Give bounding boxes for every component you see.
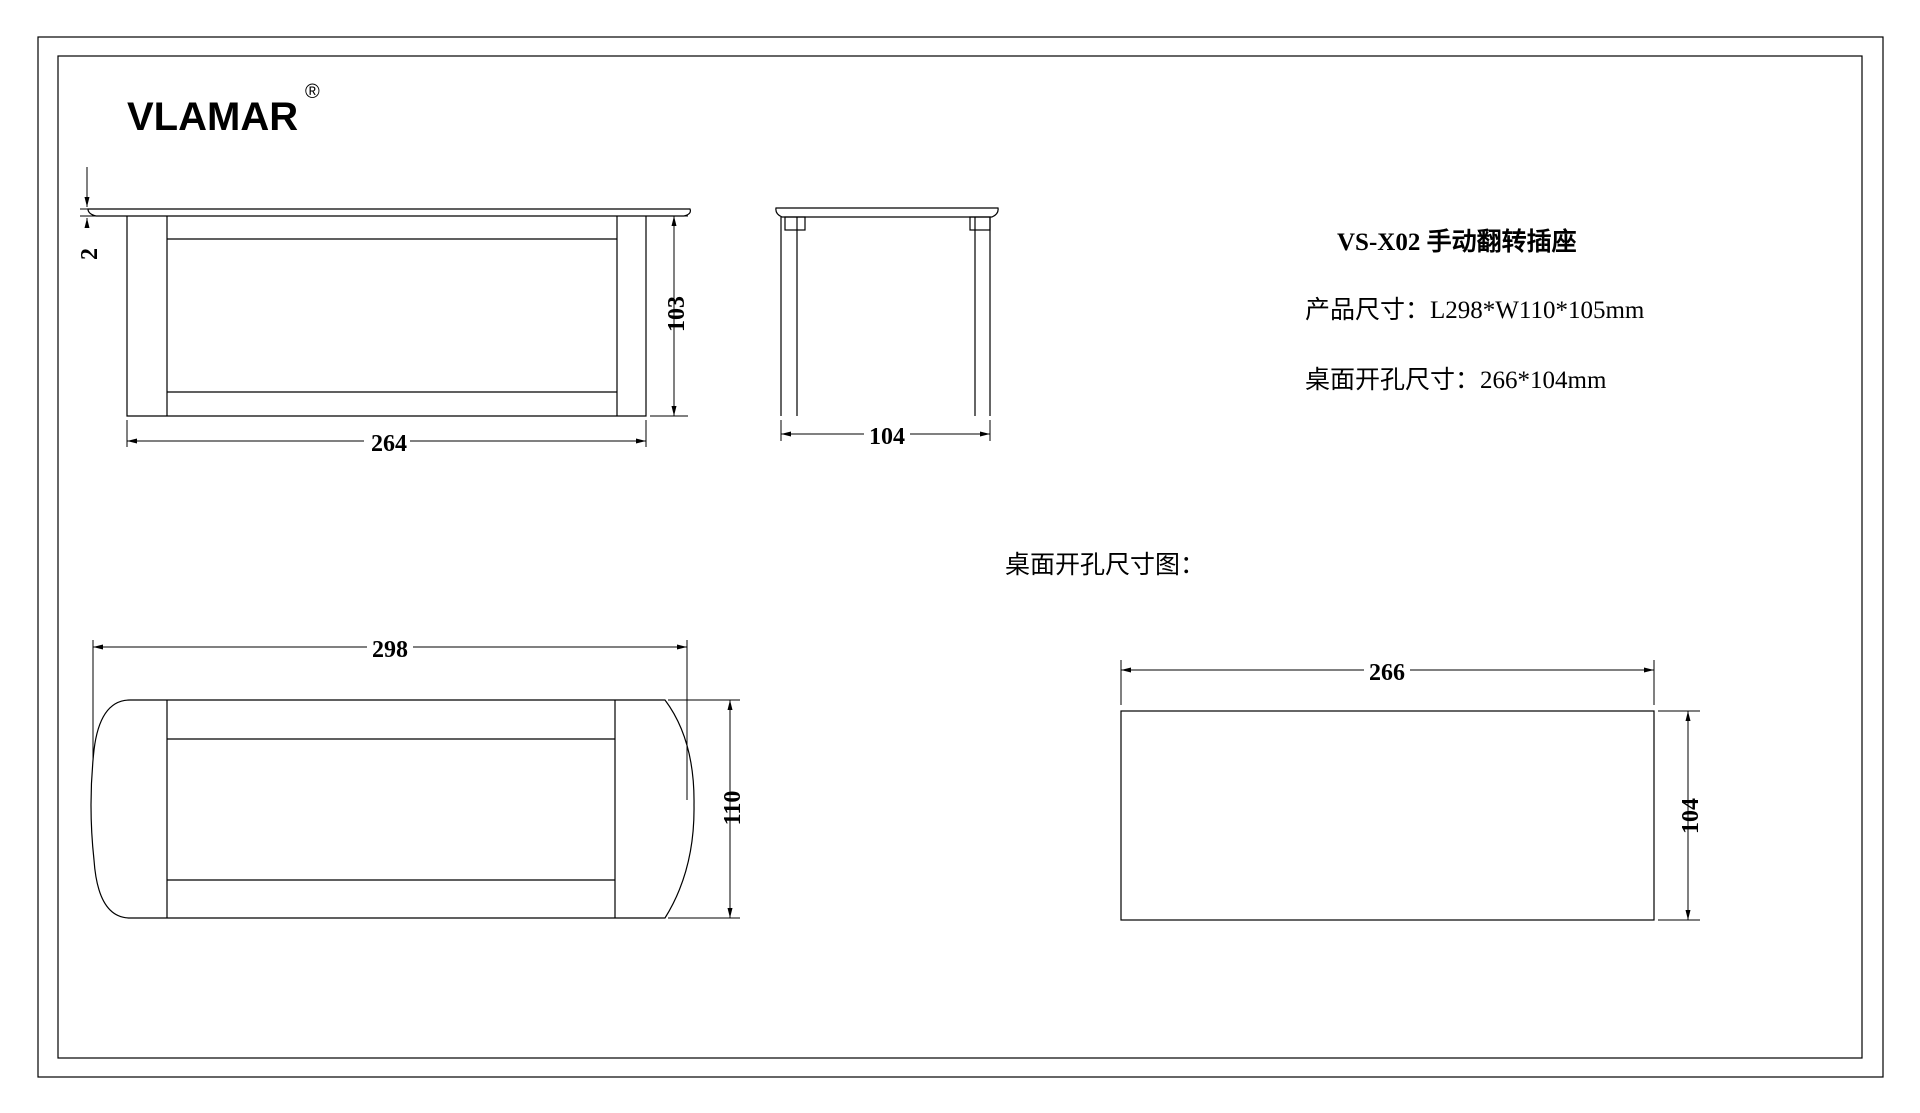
dim-298-bg [367, 633, 413, 659]
dim-104-label: 104 [869, 424, 905, 450]
dim-2-label: 2 [77, 248, 103, 260]
side-flange [775, 207, 999, 218]
dim-266-bg [1364, 656, 1410, 682]
dim-264-label: 264 [371, 431, 407, 457]
dim-298-label: 298 [372, 637, 408, 663]
side-right-wall [974, 217, 991, 416]
inner-frame [57, 55, 1863, 1059]
side-left-wall [780, 217, 798, 416]
dim-264-bg [364, 427, 410, 453]
size-spec: 产品尺寸：L298*W110*105mm [1305, 296, 1645, 324]
side-left-clip [784, 216, 806, 231]
side-view: 104 [775, 207, 999, 450]
front-flange [87, 208, 691, 217]
cutout-spec: 桌面开孔尺寸：266*104mm [1305, 366, 1607, 394]
outer-frame [37, 36, 1884, 1078]
dim-110-label: 110 [720, 791, 746, 826]
top-view: 298 110 [90, 633, 746, 919]
dim-104-bg [864, 420, 910, 446]
registered-mark: ® [305, 81, 320, 103]
model-title: VS-X02 手动翻转插座 [1337, 227, 1577, 256]
front-body [126, 216, 647, 417]
cutout-view: 266 104 [1120, 656, 1704, 921]
dim-cut104-label: 104 [1678, 798, 1704, 834]
brand-logo: VLAMAR ® [127, 81, 320, 139]
dim-103-label: 103 [664, 296, 690, 332]
cutout-rect [1120, 710, 1655, 921]
brand-name: VLAMAR [127, 95, 298, 139]
front-view: 2 103 264 [77, 167, 691, 457]
dim-266-label: 266 [1369, 660, 1405, 686]
cutout-diagram-title: 桌面开孔尺寸图： [1005, 551, 1205, 579]
side-right-clip [969, 216, 991, 231]
top-outline [90, 699, 695, 919]
